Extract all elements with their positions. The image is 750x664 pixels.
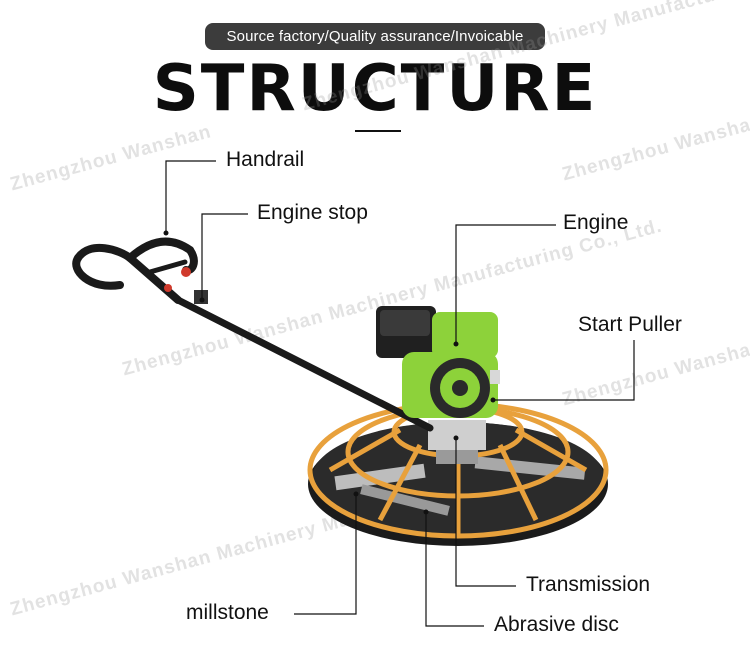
label-start-puller: Start Puller [578,313,682,336]
label-transmission: Transmission [526,573,651,596]
tagline-text: Source factory/Quality assurance/Invoica… [226,28,524,45]
label-engine: Engine [563,211,629,234]
label-handrail: Handrail [226,148,305,171]
title-underline [355,130,401,132]
handle-bar [72,237,434,432]
label-engine-stop: Engine stop [257,201,368,224]
leader-dots [163,230,496,515]
engine-body [376,306,500,418]
knob-icon [181,267,191,277]
tagline-badge: Source factory/Quality assurance/Invoica… [205,23,545,50]
leader-lines [165,160,635,627]
label-millstone: millstone [186,601,269,624]
engine-stop-switch [194,290,208,304]
label-abrasive-disc: Abrasive disc [494,613,619,636]
page-title: STRUCTURE [152,52,598,126]
transmission-housing [428,420,486,450]
